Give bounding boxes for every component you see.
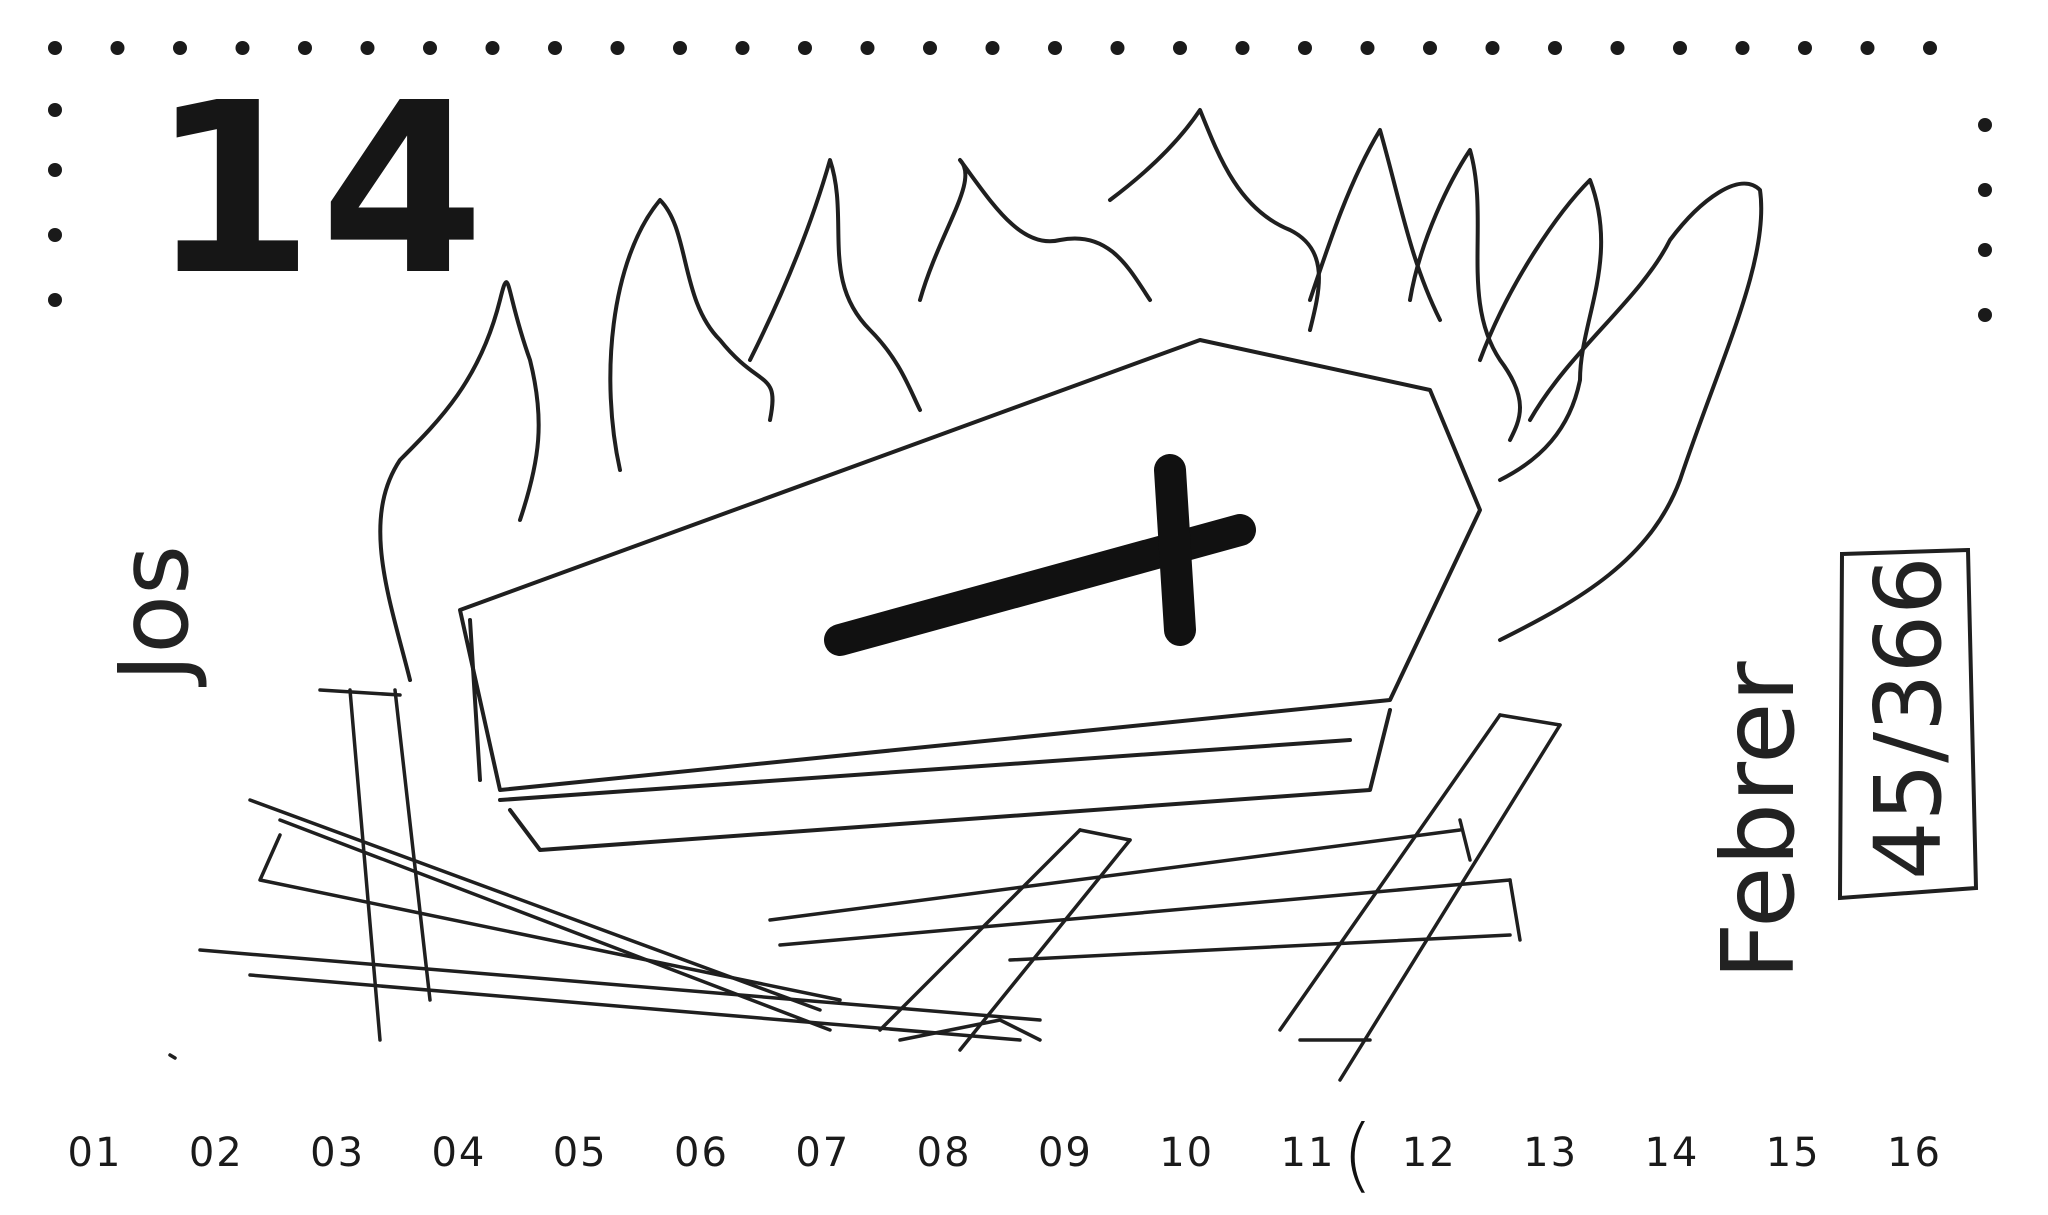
border-dot — [673, 41, 687, 55]
border-dot — [798, 41, 812, 55]
border-dot — [1048, 41, 1062, 55]
border-dot — [1298, 41, 1312, 55]
hour-scale: 01 02 03 04 05 06 07 08 09 10 11 12 13 14 15 16 — [0, 1130, 2048, 1190]
border-dot — [610, 41, 625, 55]
border-dot — [1978, 183, 1992, 197]
hour-mark: 04 — [431, 1130, 487, 1176]
border-dot — [1110, 41, 1125, 55]
hour-mark: 02 — [188, 1130, 244, 1176]
border-dot — [235, 41, 250, 55]
hour-mark: 11 — [1280, 1130, 1336, 1176]
hour-mark: 06 — [674, 1130, 729, 1176]
cross-icon — [824, 454, 1256, 656]
border-dot — [485, 41, 500, 55]
border-dot — [1173, 41, 1187, 55]
border-dot — [1423, 41, 1437, 55]
border-dot — [1548, 41, 1562, 55]
border-dot — [1978, 118, 1992, 132]
hour-mark: 15 — [1765, 1130, 1821, 1176]
month-label: Febrer — [1700, 661, 1817, 980]
hour-bracket: ( — [1342, 1108, 1374, 1201]
hour-mark: 16 — [1887, 1130, 1942, 1176]
border-dot — [1673, 41, 1687, 55]
border-dot — [48, 41, 62, 55]
border-dot — [48, 163, 62, 177]
hour-mark: 03 — [310, 1130, 366, 1176]
border-dot — [48, 228, 62, 242]
day-counter-text: 45/366 — [1855, 556, 1962, 880]
border-dot — [298, 41, 312, 55]
day-counter-box — [1837, 548, 1979, 901]
border-dot — [548, 41, 562, 55]
border-dot — [1798, 41, 1812, 55]
coffin-icon — [458, 338, 1482, 852]
border-dot — [1235, 41, 1250, 55]
border-dot — [48, 293, 62, 307]
border-dot — [860, 41, 875, 55]
border-dot — [1485, 41, 1500, 55]
border-dot — [110, 41, 125, 55]
hour-mark: 12 — [1401, 1130, 1457, 1176]
hour-mark: 09 — [1037, 1130, 1093, 1176]
hour-mark: 10 — [1159, 1130, 1215, 1176]
woodpile-icon — [168, 688, 1562, 1082]
border-dot — [1860, 41, 1875, 55]
border-dot — [173, 41, 187, 55]
hour-mark: 08 — [916, 1130, 972, 1176]
flames-icon — [378, 108, 1764, 682]
border-dot — [735, 41, 750, 55]
border-dot — [1610, 41, 1625, 55]
border-dot — [423, 41, 437, 55]
border-dot — [923, 41, 937, 55]
border-dot — [1978, 308, 1992, 322]
hour-mark: 01 — [67, 1130, 123, 1176]
day-number: 14 — [150, 52, 491, 327]
border-dot — [1360, 41, 1375, 55]
hour-mark: 14 — [1644, 1130, 1700, 1176]
border-dot — [985, 41, 1000, 55]
hour-mark: 07 — [795, 1130, 851, 1176]
border-dot — [1735, 41, 1750, 55]
border-dot — [360, 41, 375, 55]
hour-mark: 13 — [1523, 1130, 1579, 1176]
border-dot — [1978, 243, 1992, 257]
hour-mark: 05 — [552, 1130, 608, 1176]
border-dot — [48, 103, 62, 117]
border-dot — [1923, 41, 1937, 55]
